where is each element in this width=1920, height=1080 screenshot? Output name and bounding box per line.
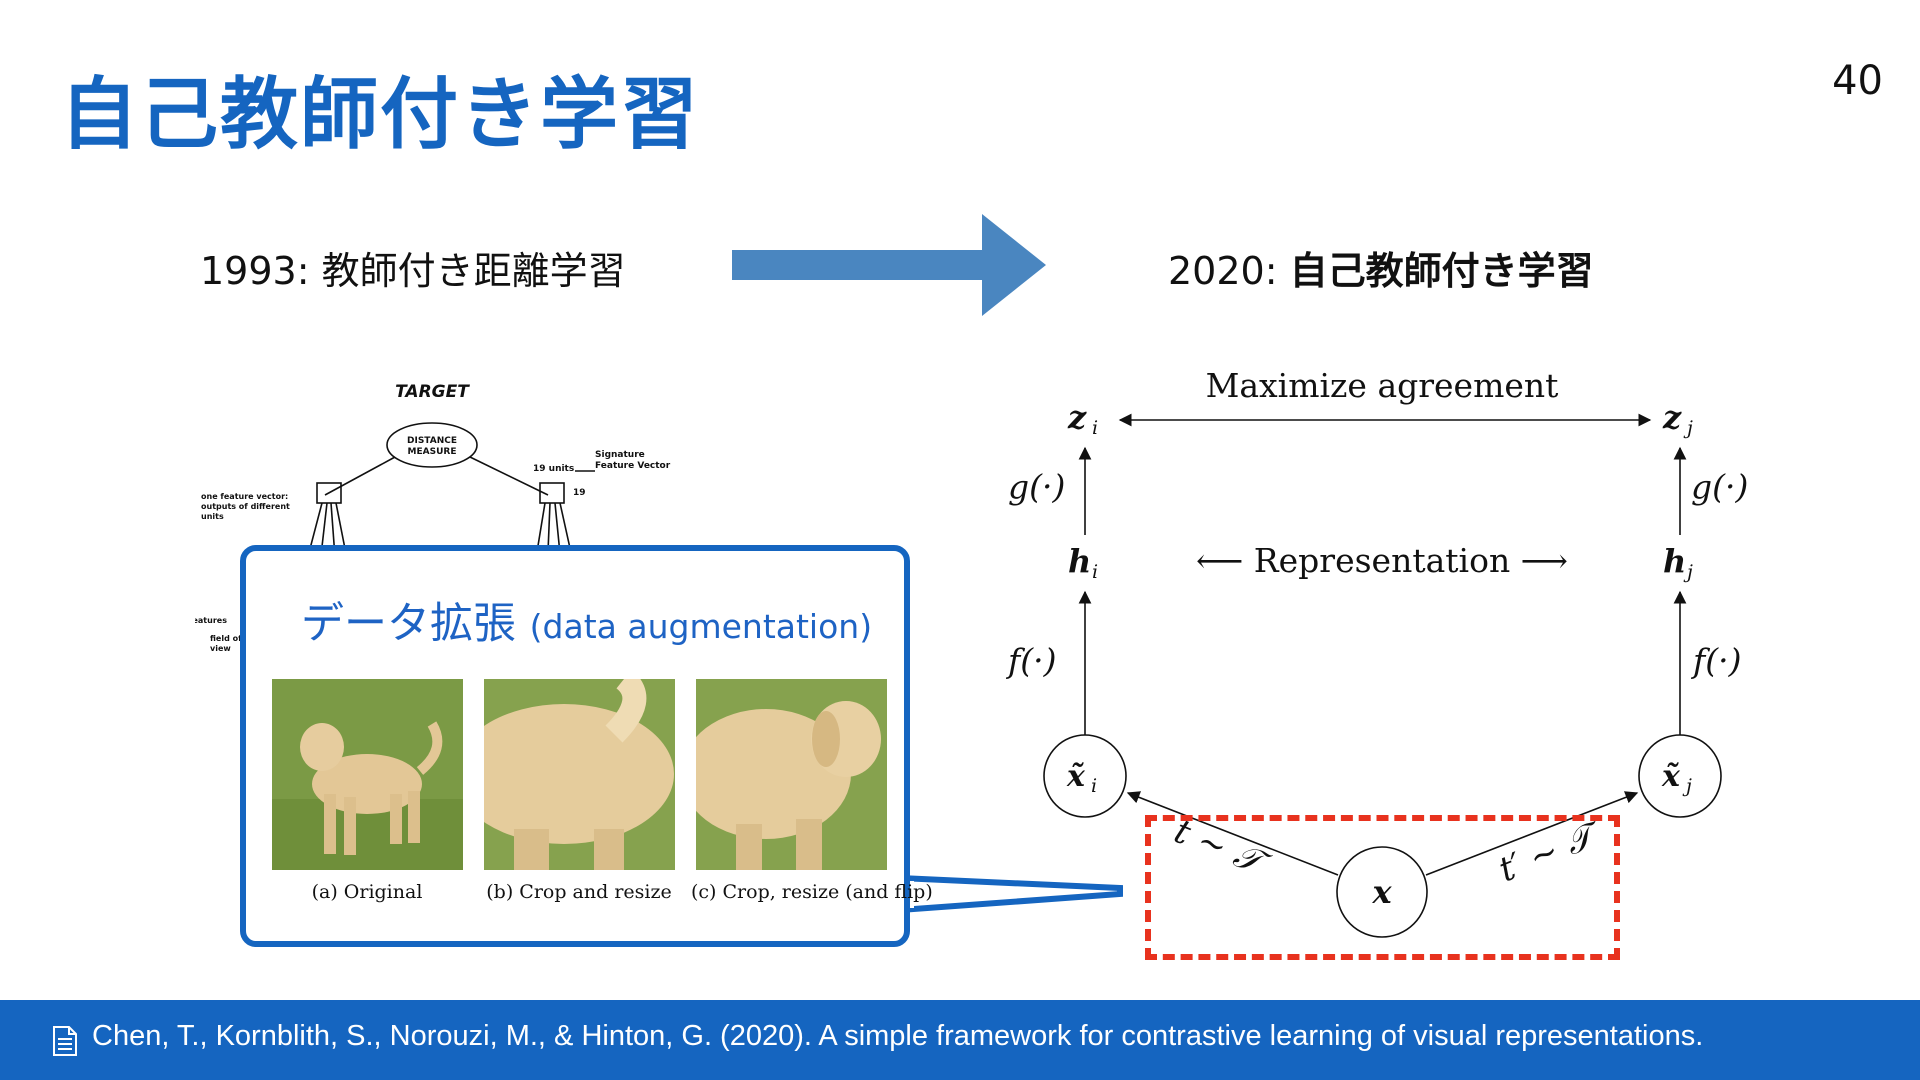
units-label: 19 units (533, 464, 574, 474)
signature-label-2: Feature Vector (595, 461, 671, 471)
field-label-1: field of (210, 634, 242, 643)
augmentation-title-en: (data augmentation) (530, 607, 872, 646)
z-j-label: z (1662, 398, 1682, 436)
representation-label: ⟵ Representation ⟶ (1196, 541, 1568, 580)
z-j-subscript: j (1683, 417, 1693, 439)
augmentation-highlight-box (1145, 815, 1620, 960)
augmentation-title-ja: データ拡張 (301, 599, 530, 649)
feature-vector-label-3: units (201, 512, 224, 521)
citation-footer: Chen, T., Kornblith, S., Norouzi, M., & … (0, 1000, 1920, 1080)
x-tilde-j-label: x̃ (1661, 759, 1681, 794)
caption-crop-resize-flip: (c) Crop, resize (and flip) (691, 881, 901, 903)
feature-vector-label-2: outputs of different (201, 502, 290, 511)
arrow-shape (732, 214, 1046, 316)
document-icon (52, 1026, 78, 1056)
slide-title: 自己教師付き学習 (60, 52, 700, 164)
target-label: TARGET (395, 382, 470, 402)
x-tilde-i-label: x̃ (1066, 759, 1086, 794)
maximize-agreement-label: Maximize agreement (1206, 366, 1559, 405)
g-label-right: g(·) (1691, 467, 1748, 506)
right-heading-method: 自己教師付き学習 (1290, 249, 1594, 293)
h-j-label: h (1663, 542, 1686, 580)
dog-crop-resize-flip-image (696, 679, 887, 870)
page-number: 40 (1832, 58, 1883, 104)
left-heading: 1993: 教師付き距離学習 (200, 240, 626, 295)
citation-text: Chen, T., Kornblith, S., Norouzi, M., & … (92, 1020, 1703, 1053)
z-i-label: z (1067, 398, 1087, 436)
z-i-subscript: i (1092, 417, 1098, 439)
right-heading-year: 2020: (1168, 249, 1290, 293)
signature-label-1: Signature (595, 450, 645, 460)
right-heading: 2020: 自己教師付き学習 (1168, 240, 1594, 295)
augmentation-callout: データ拡張 (data augmentation) (240, 545, 910, 947)
g-label-left: g(·) (1008, 467, 1065, 506)
distance-label-2: MEASURE (408, 447, 457, 457)
augmentation-title: データ拡張 (data augmentation) (301, 589, 872, 651)
x-tilde-i-subscript: i (1091, 775, 1097, 797)
field-label-2: view (210, 644, 231, 653)
x-tilde-j-node (1639, 735, 1721, 817)
f-label-right: f(·) (1690, 641, 1741, 680)
x-tilde-i-node (1044, 735, 1126, 817)
feature-vector-label-1: one feature vector: (201, 492, 288, 501)
distance-label-1: DISTANCE (407, 436, 457, 446)
h-i-label: h (1068, 542, 1091, 580)
units-count-label: 19 (573, 488, 586, 498)
caption-crop-resize: (b) Crop and resize (469, 881, 689, 903)
caption-original: (a) Original (257, 881, 477, 903)
h-i-subscript: i (1092, 561, 1098, 583)
f-label-left: f(·) (1005, 641, 1056, 680)
dog-original-image (272, 679, 463, 870)
progression-arrow (730, 210, 1050, 320)
dog-crop-resize-image (484, 679, 675, 870)
features-label: features (195, 616, 227, 625)
